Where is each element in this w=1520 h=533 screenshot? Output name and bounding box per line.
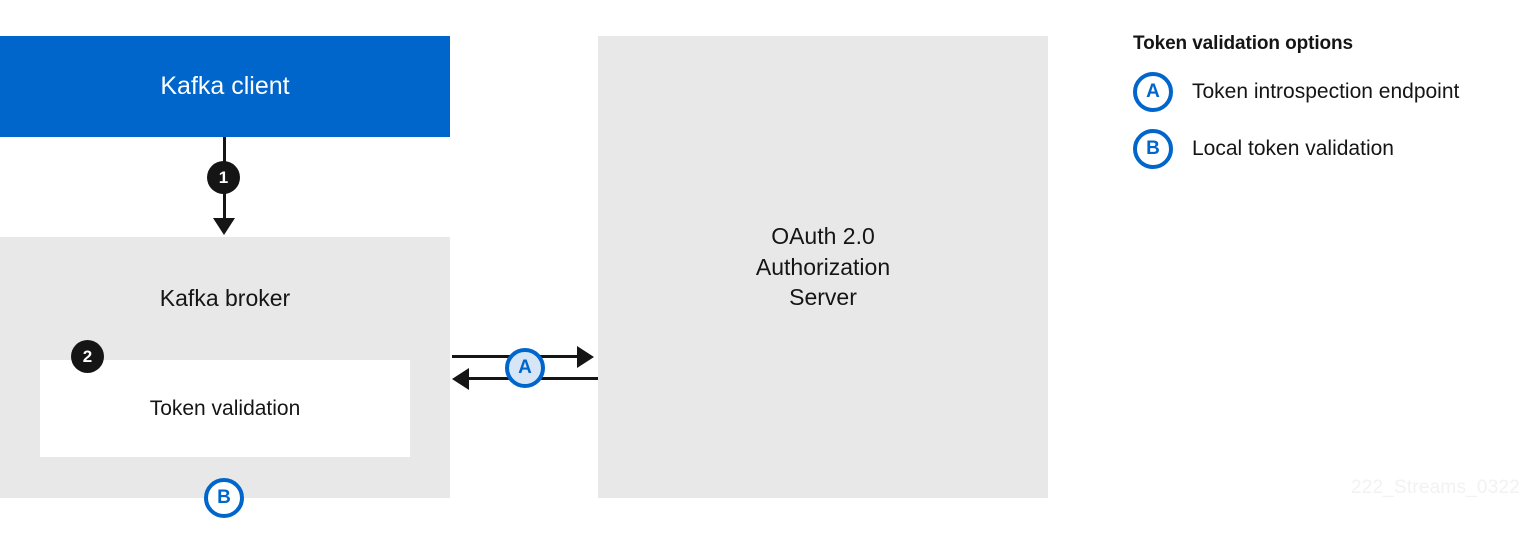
- step-badge-2: 2: [71, 340, 104, 373]
- node-token-validation: Token validation: [40, 360, 410, 457]
- legend-title: Token validation options: [1133, 33, 1353, 54]
- step-badge-1: 1: [207, 161, 240, 194]
- arrow-client-to-broker-head: [213, 218, 235, 235]
- legend-label-a: Token introspection endpoint: [1192, 80, 1460, 103]
- node-kafka-broker-label: Kafka broker: [159, 285, 291, 311]
- arrow-broker-to-auth-head: [577, 346, 594, 368]
- node-token-validation-label: Token validation: [149, 396, 301, 420]
- node-oauth-label-line-3: Server: [789, 284, 857, 311]
- node-oauth-authorization-server: OAuth 2.0 Authorization Server: [598, 36, 1048, 498]
- legend-badge-a: A: [1133, 72, 1173, 112]
- node-kafka-client: Kafka client: [0, 36, 450, 137]
- node-oauth-label-line-2: Authorization: [755, 253, 891, 280]
- arrow-auth-to-broker-head: [452, 368, 469, 390]
- option-badge-a-diagram: A: [505, 348, 545, 388]
- legend-label-b: Local token validation: [1192, 137, 1394, 160]
- legend-item-a: A Token introspection endpoint: [1133, 72, 1520, 112]
- option-badge-b-diagram: B: [204, 478, 244, 518]
- node-kafka-client-label: Kafka client: [160, 72, 290, 100]
- legend-badge-b: B: [1133, 129, 1173, 169]
- node-oauth-label-line-1: OAuth 2.0: [771, 223, 875, 250]
- legend: Token validation options A Token introsp…: [1133, 33, 1520, 169]
- legend-item-b: B Local token validation: [1133, 129, 1520, 169]
- watermark: 222_Streams_0322: [1350, 477, 1520, 498]
